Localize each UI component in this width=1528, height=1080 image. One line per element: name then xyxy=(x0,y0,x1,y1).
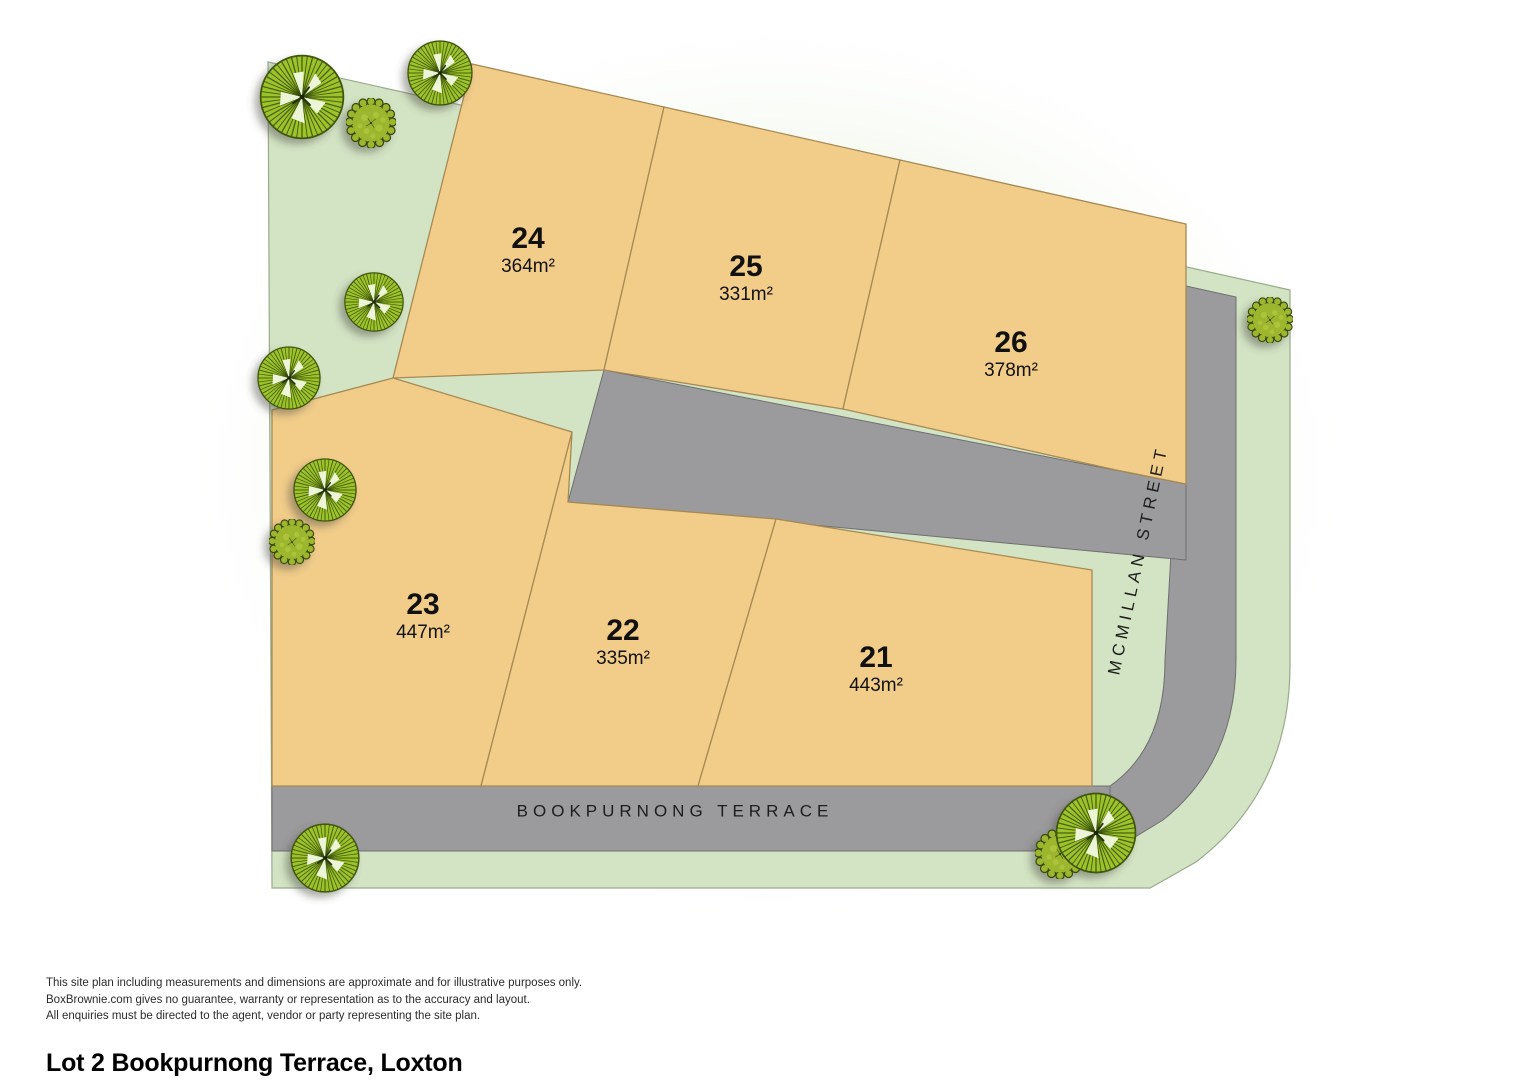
lot-number-22: 22 xyxy=(606,614,639,647)
lot-area-22: 335m² xyxy=(596,648,650,669)
disclaimer-line-3: All enquiries must be directed to the ag… xyxy=(46,1010,481,1022)
lot-number-26: 26 xyxy=(994,326,1027,359)
lot-area-26: 378m² xyxy=(984,360,1038,381)
disclaimer-line-2: BoxBrownie.com gives no guarantee, warra… xyxy=(46,993,530,1006)
lot-area-24: 364m² xyxy=(501,256,555,277)
lot-label-22: 22 335m² xyxy=(596,614,650,669)
lot-area-23: 447m² xyxy=(396,622,450,643)
lot-area-25: 331m² xyxy=(719,284,773,305)
tree-shrub-8 xyxy=(1247,297,1293,343)
tree-shrub-7 xyxy=(269,519,315,565)
lot-label-26: 26 378m² xyxy=(984,326,1038,381)
tree-palm-4 xyxy=(344,272,404,332)
lot-label-24: 24 364m² xyxy=(501,222,555,277)
footer: This site plan including measurements an… xyxy=(46,975,1046,1078)
lot-number-24: 24 xyxy=(511,222,545,255)
tree-palm-11 xyxy=(290,823,360,893)
site-plan-drawing: 24 364m² 25 331m² 26 378m² 23 447m² 22 3… xyxy=(170,0,1370,940)
road-internal-access xyxy=(567,369,1187,561)
lot-label-21: 21 443m² xyxy=(849,641,903,696)
tree-palm-3 xyxy=(407,40,473,106)
lot-label-25: 25 331m² xyxy=(719,250,773,305)
lot-number-21: 21 xyxy=(859,641,892,674)
lot-parcels xyxy=(271,63,1187,787)
lot-area-21: 443m² xyxy=(849,675,903,696)
road-network xyxy=(271,285,1237,852)
tree-shrub-2 xyxy=(346,98,396,148)
street-label-bookpurnong-terrace: BOOKPURNONG TERRACE xyxy=(517,801,834,820)
disclaimer-line-1: This site plan including measurements an… xyxy=(46,977,583,989)
lot-26-shape[interactable] xyxy=(842,159,1187,485)
lot-labels: 24 364m² 25 331m² 26 378m² 23 447m² 22 3… xyxy=(396,222,1038,696)
tree-palm-9 xyxy=(1055,792,1137,874)
tree-palm-6 xyxy=(293,458,357,522)
lot-number-25: 25 xyxy=(729,250,762,283)
lot-number-23: 23 xyxy=(406,588,439,621)
tree-palm-5 xyxy=(257,346,321,410)
page-title: Lot 2 Bookpurnong Terrace, Loxton xyxy=(46,1048,463,1077)
tree-palm-1 xyxy=(259,54,345,140)
lot-label-23: 23 447m² xyxy=(396,588,450,643)
site-plan-canvas: 24 364m² 25 331m² 26 378m² 23 447m² 22 3… xyxy=(170,0,1370,940)
lot-21-shape[interactable] xyxy=(697,518,1093,787)
